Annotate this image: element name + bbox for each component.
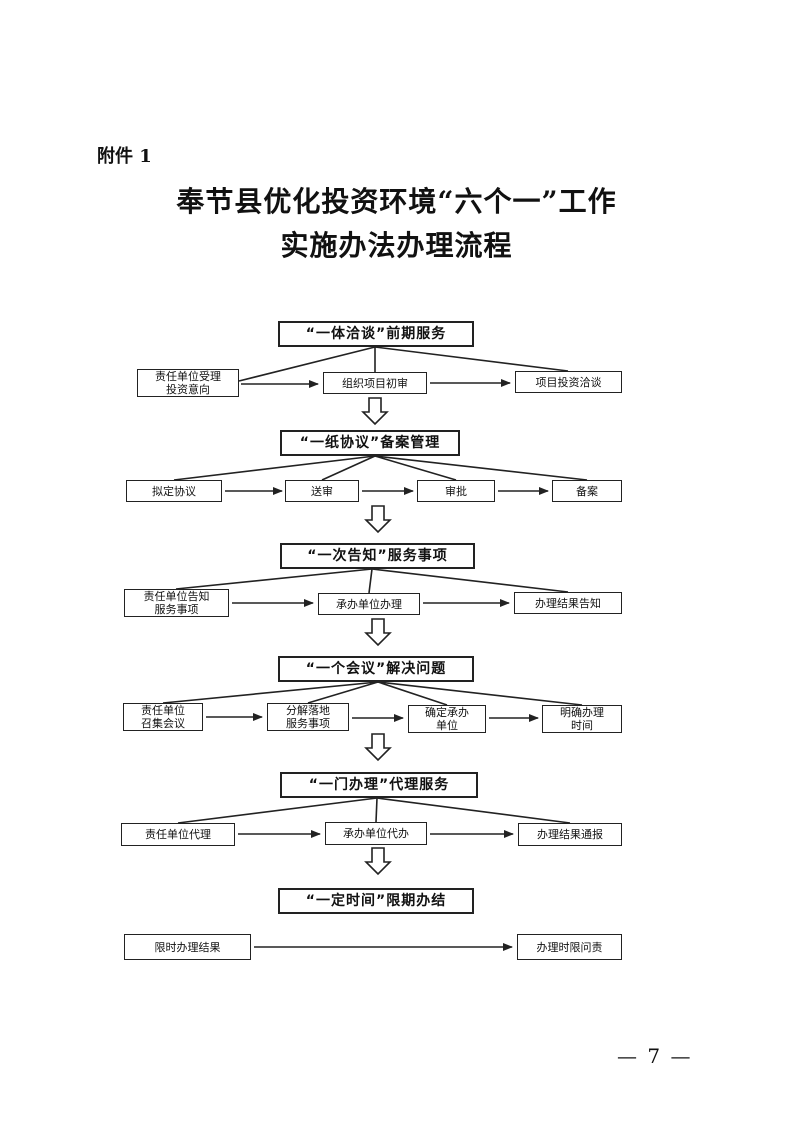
fan-line-4-2 — [307, 681, 379, 704]
step-approval: 审批 — [417, 480, 495, 502]
step-determine-undertaking-unit: 确定承办单位 — [408, 705, 486, 733]
fan-line-1-3 — [374, 346, 569, 372]
down-arrow-icon-5 — [364, 847, 392, 876]
fan-line-2-4 — [374, 455, 588, 481]
step-accept-investment-intent: 责任单位受理投资意向 — [137, 369, 239, 397]
fan-line-3-3 — [371, 568, 569, 593]
down-arrow-icon-4 — [364, 733, 392, 762]
page-number: — 7 — — [617, 1044, 693, 1068]
fan-line-4-4 — [377, 681, 583, 706]
fan-line-2-1 — [173, 455, 376, 481]
section-header-time-limit: “一定时间”限期办结 — [278, 888, 474, 914]
down-arrow-icon-1 — [361, 397, 389, 426]
down-arrow-icon-2 — [364, 505, 392, 534]
step-undertaking-unit-agent: 承办单位代办 — [325, 822, 427, 845]
step-submit-review: 送审 — [285, 480, 359, 502]
step-notify-service-items: 责任单位告知服务事项 — [124, 589, 229, 617]
fan-line-2-2 — [321, 455, 376, 481]
step-filing: 备案 — [552, 480, 622, 502]
fan-line-5-1 — [177, 797, 378, 824]
section-header-one-door-handling: “一门办理”代理服务 — [280, 772, 478, 798]
fan-line-1-1 — [238, 346, 376, 382]
section-header-integrated-negotiation: “一体洽谈”前期服务 — [278, 321, 474, 347]
section-header-agreement-filing: “一纸协议”备案管理 — [280, 430, 460, 456]
down-arrow-icon-3 — [364, 618, 392, 647]
step-responsible-unit-agent: 责任单位代理 — [121, 823, 235, 846]
page-title-line-2: 实施办法办理流程 — [280, 229, 513, 262]
fan-line-4-1 — [162, 681, 379, 704]
step-time-limited-result: 限时办理结果 — [124, 934, 251, 960]
step-time-limit-accountability: 办理时限问责 — [517, 934, 622, 960]
step-project-preliminary-review: 组织项目初审 — [323, 372, 427, 394]
step-undertaking-unit-handles: 承办单位办理 — [318, 593, 420, 615]
section-header-one-meeting: “一个会议”解决问题 — [278, 656, 474, 682]
fan-line-3-1 — [175, 568, 373, 590]
step-investment-negotiation: 项目投资洽谈 — [515, 371, 622, 393]
step-notify-result: 办理结果告知 — [514, 592, 622, 614]
fan-line-4-3 — [377, 681, 448, 706]
fan-line-3-2 — [368, 568, 373, 594]
fan-line-2-3 — [374, 455, 457, 481]
step-decompose-service-items: 分解落地服务事项 — [267, 703, 349, 731]
step-convene-meeting: 责任单位召集会议 — [123, 703, 203, 731]
annex-label: 附件 1 — [97, 146, 152, 167]
fan-line-5-3 — [376, 797, 571, 824]
section-header-one-time-notification: “一次告知”服务事项 — [280, 543, 475, 569]
fan-line-5-2 — [375, 797, 378, 823]
page-title-line-1: 奉节县优化投资环境“六个一”工作 — [176, 185, 617, 218]
step-set-handling-time: 明确办理时间 — [542, 705, 622, 733]
step-report-result: 办理结果通报 — [518, 823, 622, 846]
step-draft-agreement: 拟定协议 — [126, 480, 222, 502]
